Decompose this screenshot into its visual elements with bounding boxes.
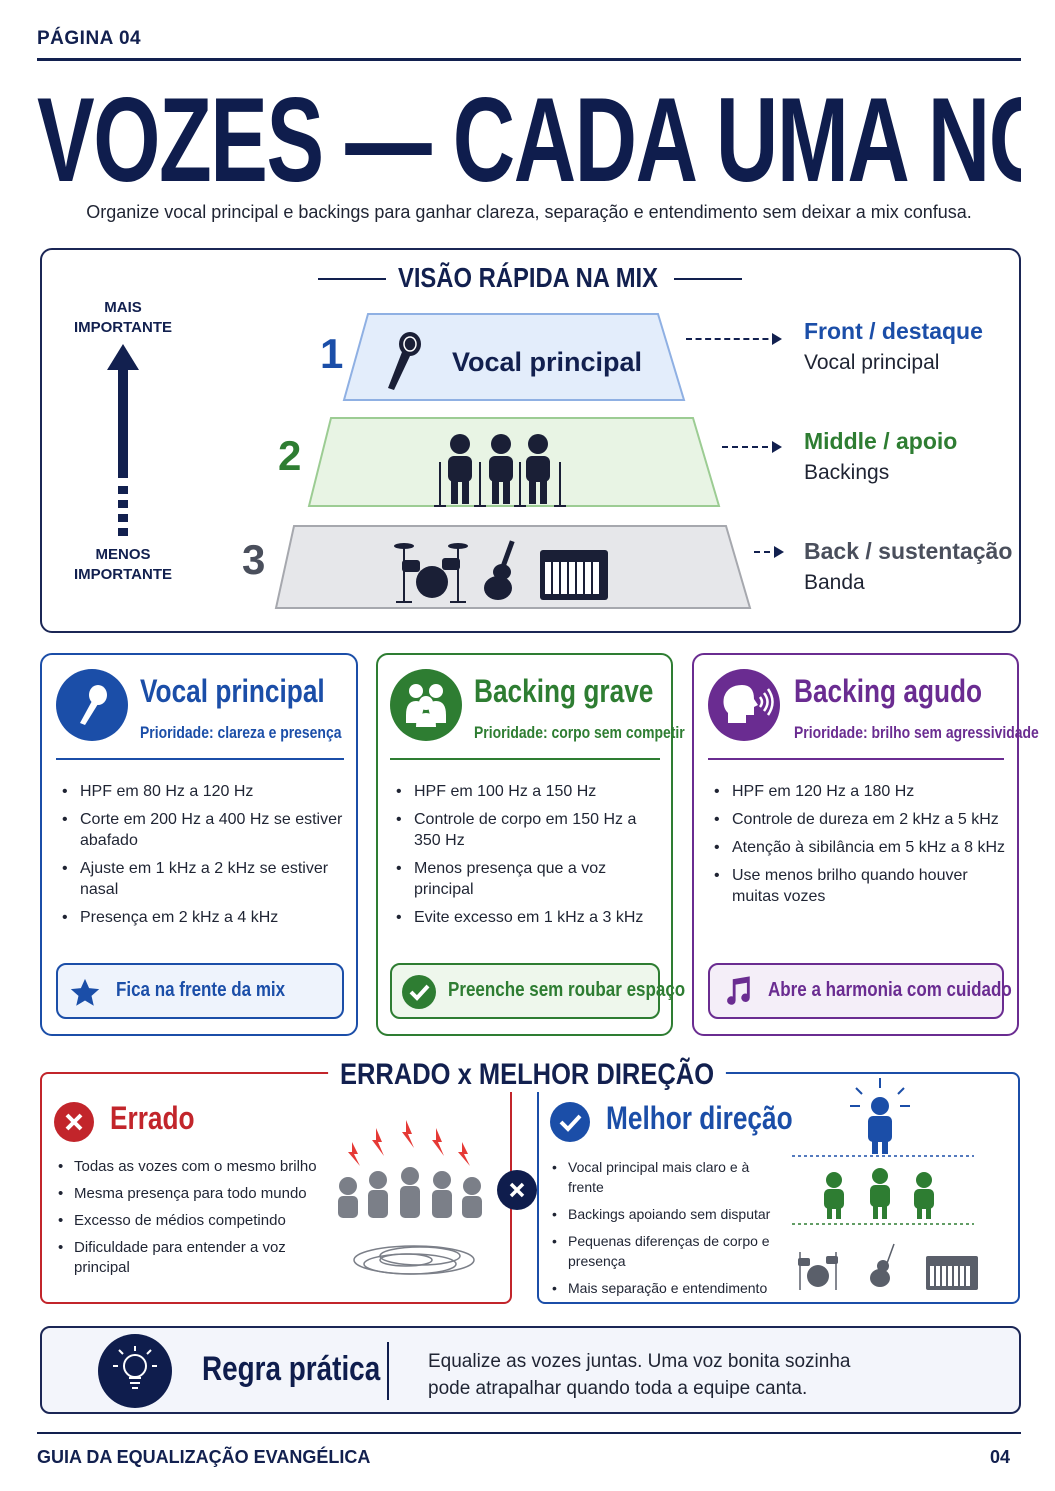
- list-item: Mesma presença para todo mundo: [54, 1184, 334, 1204]
- list-item: Ajuste em 1 kHz a 2 kHz se estiver nasal: [56, 858, 346, 900]
- list-item: Dificuldade para entender a voz principa…: [54, 1238, 334, 1278]
- card-title: Backing grave: [474, 673, 654, 709]
- comparison-title: ERRADO x MELHOR DIREÇÃO: [0, 1058, 1055, 1092]
- level-2-position: Middle / apoio Backings: [804, 428, 958, 484]
- title-rule-left: [318, 278, 386, 280]
- list-item: HPF em 120 Hz a 180 Hz: [708, 781, 1008, 802]
- list-item: Use menos brilho quando houver muitas vo…: [708, 865, 1008, 907]
- card-rule: [56, 758, 344, 760]
- regra-text: Equalize as vozes juntas. Uma voz bonita…: [428, 1351, 851, 1399]
- level-3-position: Back / sustentação Banda: [804, 538, 1013, 594]
- backing-singers-icon: [434, 434, 566, 507]
- bottom-rule: [37, 1432, 1021, 1434]
- visao-rapida-panel: [40, 248, 1021, 633]
- list-item: Backings apoiando sem disputar: [548, 1204, 788, 1224]
- less-important-label: MENOS IMPORTANTE: [73, 546, 173, 583]
- list-item: HPF em 100 Hz a 150 Hz: [390, 781, 662, 802]
- level-1-position: Front / destaque Vocal principal: [804, 318, 983, 374]
- organized-voices-icon: [792, 1078, 978, 1290]
- regra-title: Regra prática: [202, 1350, 381, 1388]
- arrow-dash: [118, 528, 128, 536]
- card-rule: [390, 758, 660, 760]
- card-title: Backing agudo: [794, 673, 983, 709]
- level-2-number: 2: [278, 432, 302, 479]
- list-item: Menos presença que a voz principal: [390, 858, 662, 900]
- better-check-icon: [550, 1102, 590, 1142]
- level-3-pointer: [754, 546, 784, 558]
- microphone-icon: [388, 332, 421, 390]
- more-important-label: MAIS IMPORTANTE: [73, 299, 173, 336]
- better-panel: [537, 1072, 1020, 1304]
- level-2-trapezoid: [307, 417, 721, 507]
- wrong-list: Todas as vozes com o mesmo brilho Mesma …: [54, 1157, 334, 1285]
- card-footer: Abre a harmonia com cuidado: [708, 963, 1012, 1019]
- card-list: HPF em 100 Hz a 150 Hz Controle de corpo…: [390, 781, 662, 935]
- card-backing-grave: Backing grave Prioridade: corpo sem comp…: [376, 653, 685, 1036]
- card-footer: Preenche sem roubar espaço: [390, 963, 685, 1019]
- lightbulb-icon: [98, 1334, 172, 1408]
- crowded-voices-icon: [338, 1120, 482, 1275]
- band-instruments-icon: [394, 540, 608, 603]
- level-3-number: 3: [242, 536, 266, 583]
- page-title: VOZES — CADA UMA NO SEU ESPAÇO: [37, 73, 1021, 207]
- arrow-dash: [118, 514, 128, 522]
- list-item: Corte em 200 Hz a 400 Hz se estiver abaf…: [56, 809, 346, 851]
- card-priority: Prioridade: corpo sem competir: [474, 723, 685, 742]
- visao-title: VISÃO RÁPIDA NA MIX: [397, 262, 658, 293]
- importance-arrow-head: [107, 344, 139, 370]
- list-item: Controle de corpo em 150 Hz a 350 Hz: [390, 809, 662, 851]
- level-1-number: 1: [320, 330, 344, 377]
- card-priority: Prioridade: clareza e presença: [140, 723, 342, 742]
- title-rule-right: [674, 278, 742, 280]
- page-label: PÁGINA 04: [37, 28, 142, 49]
- versus-x-icon: [497, 1170, 537, 1210]
- list-item: Atenção à sibilância em 5 kHz a 8 kHz: [708, 837, 1008, 858]
- list-item: Evite excesso em 1 kHz a 3 kHz: [390, 907, 662, 928]
- footer-guide-title: GUIA DA EQUALIZAÇÃO EVANGÉLICA: [37, 1447, 371, 1467]
- card-list: HPF em 120 Hz a 180 Hz Controle de durez…: [708, 781, 1008, 914]
- list-item: Todas as vozes com o mesmo brilho: [54, 1157, 334, 1177]
- list-item: Controle de dureza em 2 kHz a 5 kHz: [708, 809, 1008, 830]
- list-item: Mais separação e entendimento: [548, 1278, 788, 1298]
- microphone-icon: [56, 669, 128, 741]
- card-title: Vocal principal: [140, 673, 325, 709]
- level-2-pointer: [722, 441, 782, 453]
- importance-arrow-shaft: [118, 366, 128, 478]
- group-singers-icon: [390, 669, 462, 741]
- better-list: Vocal principal mais claro e à frente Ba…: [548, 1157, 788, 1305]
- footer-page-number: 04: [990, 1447, 1011, 1467]
- page-subtitle: Organize vocal principal e backings para…: [86, 202, 972, 222]
- regra-divider: [387, 1342, 389, 1400]
- error-x-icon: [54, 1102, 94, 1142]
- list-item: Presença em 2 kHz a 4 kHz: [56, 907, 346, 928]
- star-icon: [70, 978, 100, 1006]
- singing-head-icon: [708, 669, 780, 741]
- arrow-dash: [118, 500, 128, 508]
- regra-pratica-panel: Regra prática Equalize as vozes juntas. …: [40, 1326, 1021, 1414]
- level-1-trapezoid: [342, 313, 686, 401]
- wrong-title: Errado: [110, 1100, 195, 1136]
- better-title: Melhor direção: [606, 1100, 793, 1136]
- card-vocal-principal: Vocal principal Prioridade: clareza e pr…: [40, 653, 358, 1036]
- card-list: HPF em 80 Hz a 120 Hz Corte em 200 Hz a …: [56, 781, 346, 935]
- card-backing-agudo: Backing agudo Prioridade: brilho sem agr…: [692, 653, 1039, 1036]
- list-item: Pequenas diferenças de corpo e presença: [548, 1231, 788, 1271]
- list-item: HPF em 80 Hz a 120 Hz: [56, 781, 346, 802]
- level-1-label: Vocal principal: [452, 347, 643, 377]
- list-item: Excesso de médios competindo: [54, 1211, 334, 1231]
- level-1-pointer: [686, 333, 782, 345]
- card-footer: Fica na frente da mix: [56, 963, 344, 1019]
- arrow-dash: [118, 486, 128, 494]
- card-rule: [708, 758, 1004, 760]
- music-note-icon: [727, 976, 750, 1005]
- check-icon: [402, 975, 436, 1009]
- top-rule: [37, 58, 1021, 61]
- list-item: Vocal principal mais claro e à frente: [548, 1157, 788, 1197]
- card-priority: Prioridade: brilho sem agressividade: [794, 723, 1039, 742]
